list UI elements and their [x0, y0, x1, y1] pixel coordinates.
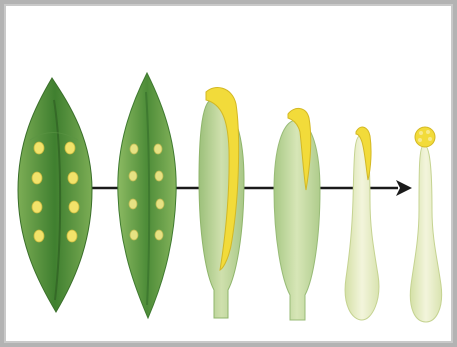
stage-4-carpel — [274, 108, 320, 320]
stage-3-closed-carpel — [199, 88, 244, 318]
stage-5-pistil — [345, 127, 379, 320]
stage-1-open-leaf — [18, 78, 92, 312]
stage-6-pistil — [410, 127, 441, 322]
stage-6-stigma — [415, 127, 435, 147]
stage-2-folding-leaf — [118, 73, 176, 318]
